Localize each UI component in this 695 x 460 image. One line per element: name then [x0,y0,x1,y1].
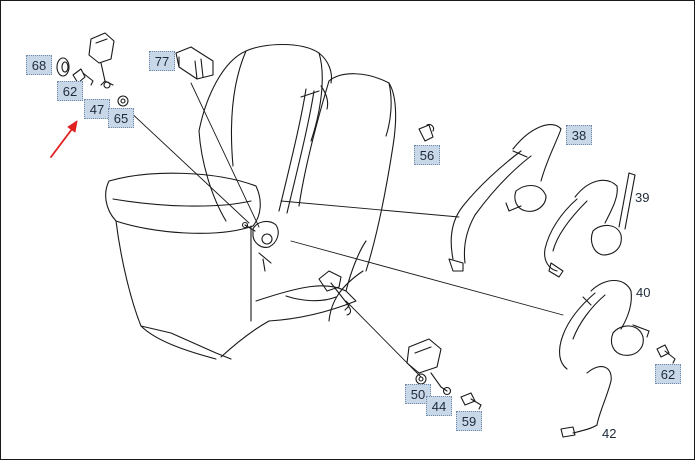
callout-62-top: 62 [57,81,83,101]
belt-part-39 [544,172,636,278]
callout-56: 56 [414,145,440,165]
bolt-part-59 [460,392,482,410]
leader-lines [126,82,564,378]
label-40: 40 [636,285,651,300]
bolt-part-62 [72,68,94,86]
plug-part-56 [418,123,435,142]
callout-77: 77 [149,51,175,71]
label-39: 39 [635,190,650,205]
rear-seat-drawing [105,44,397,360]
callout-68: 68 [26,55,52,75]
nut-part-50 [415,373,427,385]
washer-part-68 [56,57,70,77]
callout-59: 59 [456,411,482,431]
cable-part-42 [560,366,612,438]
pointer-arrow [50,120,78,158]
bolt-part-62-right [656,344,676,364]
callout-38: 38 [566,125,592,145]
belt-part-40 [558,279,650,370]
callout-62-right: 62 [655,364,681,384]
nut-part-65 [117,95,129,107]
belt-part-38 [448,124,562,272]
clip-part-77 [175,46,214,80]
label-42: 42 [602,426,617,441]
callout-47: 47 [84,99,110,119]
callout-65: 65 [108,108,134,128]
buckle-part-47 [88,32,115,89]
callout-50: 50 [405,384,431,404]
callout-44: 44 [426,396,452,416]
buckle-part-44 [406,338,452,396]
